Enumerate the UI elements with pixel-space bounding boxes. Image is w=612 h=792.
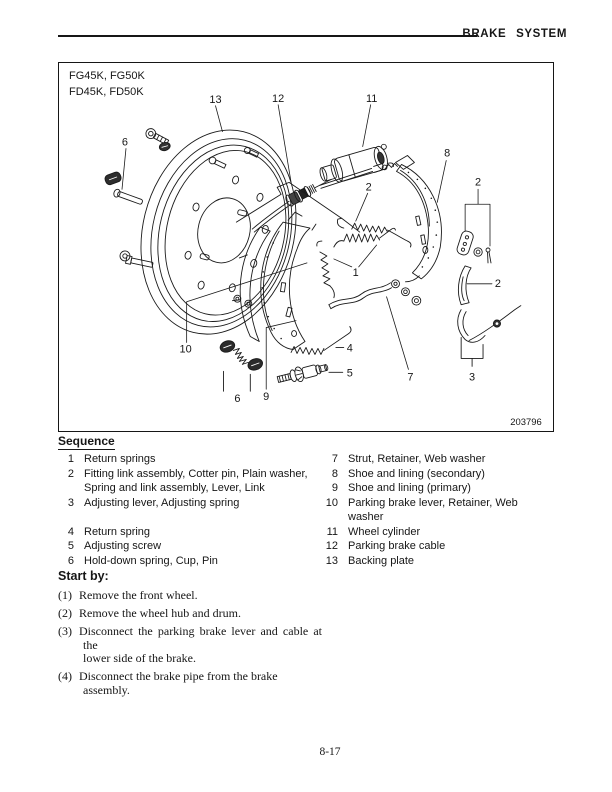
step-4: (4) Disconnect the brake pipe from the br… [58,669,322,697]
item-number: 5 [67,540,74,552]
item-text: Adjusting lever, Adjusting spring [84,496,240,509]
page-header-title: BRAKE SYSTEM [462,28,567,40]
item-number: 2 [67,467,74,480]
callout-1: 1 [353,267,359,279]
callout-7: 7 [407,371,413,383]
item-text: Adjusting screw [84,540,162,552]
item-text: Backing plate [348,554,415,567]
item-text: Hold-down spring, Cup, Pin [84,554,218,567]
model-line-2: FD45K, FD50K [69,86,144,98]
item-number: 7 [331,453,338,465]
adjusting-screw [276,364,329,383]
step-text: Remove the front wheel. [79,588,198,602]
sequence-row: 1 Return springs 7 Strut, Retainer, Web … [58,452,555,467]
item-number: 4 [67,525,74,538]
callout-3: 3 [469,371,475,383]
item-text: Return spring [84,525,151,538]
sequence-row: 5 Adjusting screw 12 Parking brake cable [58,539,555,554]
step-number: (2) [58,606,72,620]
step-3: (3) Disconnect the parking brake lever an… [58,624,322,666]
item-number: 10 [325,496,338,509]
step-2: (2) Remove the wheel hub and drum. [58,606,322,621]
mounting-bolt-lower [113,188,143,205]
item-number: 11 [326,525,338,538]
retainer-parts [456,230,492,264]
bolt [125,255,154,268]
figure-number: 203796 [510,417,542,428]
item-text: Strut, Retainer, Web washer [348,453,486,465]
spring-link-assembly [337,217,412,248]
model-labels: FG45K, FG50K FD45K, FD50K [69,68,145,100]
wheel-cylinder [319,143,388,183]
step-text-line1: (3) Disconnect the parking brake lever an… [58,624,322,652]
callout-10: 10 [180,343,192,355]
callout-2-center: 2 [366,181,372,193]
shoe-primary [231,211,317,350]
brake-diagram: 13 12 11 6 8 2 2 1 2 10 6 9 4 5 7 3 2037… [104,93,542,428]
item-text: Parking brake lever, Retainer, Web washe… [348,496,518,524]
sequence-list: 1 Return springs 7 Strut, Retainer, Web … [58,452,555,568]
return-springs [316,227,396,299]
step-number: (1) [58,588,72,602]
plate-screws [208,147,259,169]
callout-9: 9 [263,391,269,403]
cap [104,171,122,186]
callout-6-upper: 6 [122,137,128,149]
start-by-heading: Start by: [58,569,109,583]
strut [328,279,422,310]
leader-lines [121,104,493,390]
item-number [58,481,74,496]
item-number: 3 [67,496,74,509]
step-text: Disconnect the brake pipe from the brake… [79,669,278,697]
callout-11: 11 [366,93,377,105]
step-text: Remove the wheel hub and drum. [79,606,241,620]
sequence-row: Spring and link assembly, Lever, Link 9 … [58,481,555,496]
callout-2-right: 2 [475,176,481,188]
model-line-1: FG45K, FG50K [69,70,145,82]
step-number: (4) [58,669,72,683]
adjusting-lever-assembly [457,265,522,367]
item-number: 9 [331,482,338,494]
hold-down-parts [219,340,263,392]
mounting-bolt-upper [145,128,170,146]
step-text: Disconnect the parking brake lever and c… [79,624,322,652]
shoe-secondary [385,155,442,283]
item-text: Wheel cylinder [348,525,421,538]
backing-plate [140,129,297,335]
page-number: 8-17 [319,746,341,758]
clip [158,142,171,152]
callout-13: 13 [209,94,221,106]
step-number: (3) [58,624,72,638]
figure-box: FG45K, FG50K FD45K, FD50K [58,62,554,432]
item-number: 12 [325,540,338,552]
callout-6-lower: 6 [234,393,240,405]
callout-2-far-right: 2 [495,278,501,290]
item-number: 8 [331,467,338,480]
item-number: 6 [67,554,74,567]
item-text: Fitting link assembly, Cotter pin, Plain… [84,467,308,480]
sequence-row: 2 Fitting link assembly, Cotter pin, Pla… [58,467,555,482]
item-text: Return springs [84,453,156,465]
sequence-heading: Sequence [58,434,115,450]
step-1: (1) Remove the front wheel. [58,588,322,603]
sequence-row: 4 Return spring 11 Wheel cylinder [58,525,555,540]
sequence-row: 6 Hold-down spring, Cup, Pin 13 Backing … [58,554,555,569]
item-number: 13 [325,554,338,567]
return-spring-4 [290,326,352,355]
item-number: 1 [67,453,74,465]
item-text: Parking brake cable [348,540,446,552]
callout-4: 4 [347,342,353,354]
item-text: Spring and link assembly, Lever, Link [84,482,265,494]
sequence-row: 3 Adjusting lever, Adjusting spring 10 P… [58,496,555,525]
item-text: Shoe and lining (primary) [348,482,471,494]
step-text-line2: lower side of the brake. [83,651,196,665]
divider-line [235,181,361,233]
start-by-list: (1) Remove the front wheel. (2) Remove the… [58,588,322,702]
item-text: Shoe and lining (secondary) [348,467,485,480]
callout-8: 8 [444,147,450,159]
header-rule [58,35,477,37]
callout-5: 5 [347,367,353,379]
callout-12: 12 [272,93,284,105]
